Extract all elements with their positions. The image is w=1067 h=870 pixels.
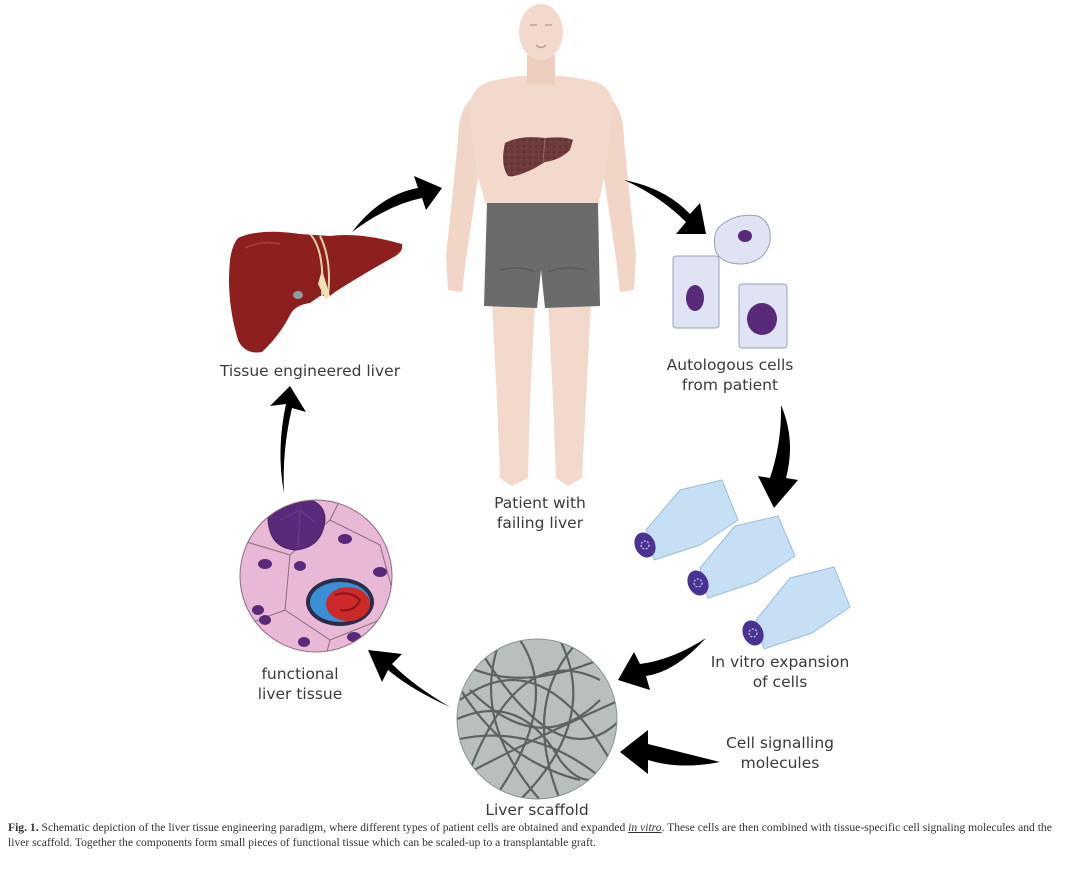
arrow-cells-to-expansion [758, 405, 798, 508]
engineered-liver-icon [229, 231, 403, 353]
caption-text-before: Schematic depiction of the liver tissue … [38, 821, 629, 834]
caption-text-after: . These cells are then combined with tis… [8, 821, 1052, 849]
figure-caption: Fig. 1. Schematic depiction of the liver… [8, 820, 1060, 850]
arrows [270, 176, 798, 774]
flask [687, 515, 796, 599]
left-arm [446, 98, 482, 292]
label-cell-signalling: Cell signalling molecules [705, 733, 855, 773]
arrow-tissue-to-engineered [270, 386, 306, 493]
label-tissue-line2: liver tissue [257, 685, 343, 703]
label-patient: Patient with failing liver [470, 493, 610, 533]
shorts [484, 203, 600, 308]
patient-figure [446, 4, 636, 486]
face-features [530, 24, 552, 49]
liver-tissue-engineering-diagram [229, 4, 851, 800]
autologous-cells-icon [672, 214, 788, 349]
arrow-engineered-to-patient [352, 176, 442, 232]
label-patient-line2: failing liver [496, 514, 584, 532]
flask [742, 566, 851, 650]
right-leg [548, 302, 591, 486]
label-engineered-line1: Tissue engineered liver [219, 362, 401, 380]
liver-scaffold-icon [456, 638, 618, 800]
label-liver-scaffold: Liver scaffold [467, 800, 607, 820]
label-cells-line1: Autologous cells [666, 356, 794, 374]
flask [634, 479, 739, 561]
label-tissue-line1: functional [261, 665, 339, 683]
label-in-vitro-expansion: In vitro expansion of cells [690, 652, 870, 692]
head [519, 4, 563, 60]
label-patient-line1: Patient with [494, 494, 586, 512]
arrow-scaffold-to-tissue [368, 650, 450, 707]
label-expansion-line2: of cells [752, 673, 808, 691]
label-engineered-liver: Tissue engineered liver [200, 361, 420, 381]
caption-emphasis-in-vitro: in vitro [628, 821, 662, 834]
label-scaffold-line1: Liver scaffold [485, 801, 589, 819]
arrow-expansion-to-scaffold [618, 638, 706, 690]
culture-flasks-icon [634, 479, 851, 650]
label-functional-tissue: functional liver tissue [230, 664, 370, 704]
label-signalling-line1: Cell signalling [725, 734, 835, 752]
label-cells-line2: from patient [681, 376, 779, 394]
left-leg [492, 302, 535, 486]
arrow-patient-to-cells [624, 180, 706, 234]
right-arm [600, 98, 636, 292]
label-autologous-cells: Autologous cells from patient [640, 355, 820, 395]
arrow-signalling-to-scaffold [620, 730, 720, 774]
functional-tissue-icon [239, 499, 393, 653]
figure-number: Fig. 1. [8, 821, 39, 834]
label-signalling-line2: molecules [740, 754, 820, 772]
diseased-liver-icon [503, 137, 573, 177]
label-expansion-line1: In vitro expansion [710, 653, 850, 671]
